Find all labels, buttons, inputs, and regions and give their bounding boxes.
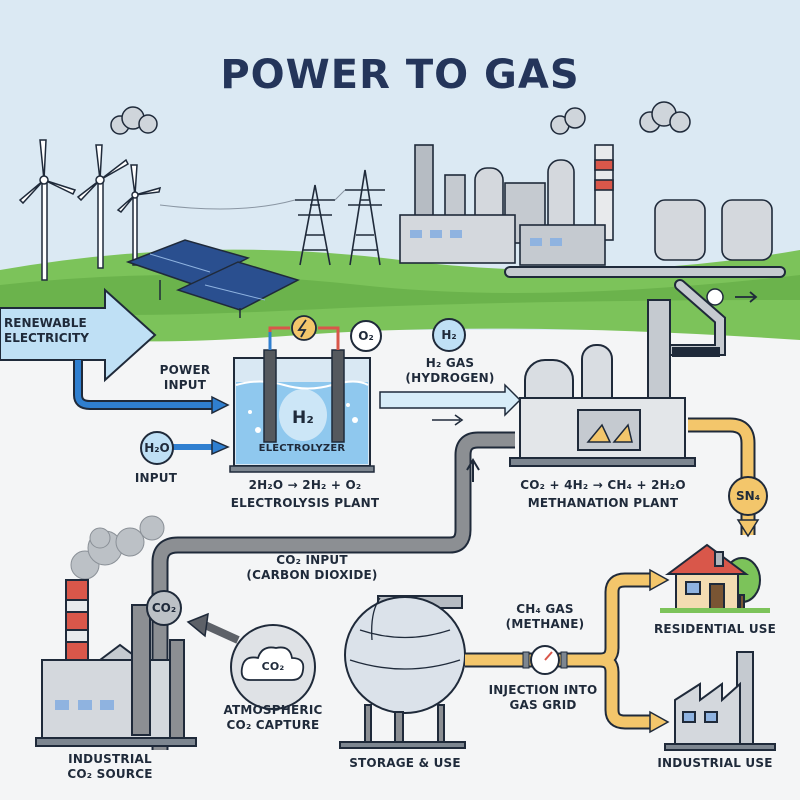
arrow-right-icon bbox=[211, 438, 230, 456]
atmospheric-line2: CO₂ CAPTURE bbox=[226, 718, 320, 732]
atmospheric-capture-label: ATMOSPHERIC CO₂ CAPTURE bbox=[213, 703, 333, 733]
industrial-source-line1: INDUSTRIAL bbox=[68, 752, 152, 766]
injection-line1: INJECTION INTO bbox=[488, 683, 598, 697]
arrow-down-icon bbox=[736, 519, 760, 538]
pressure-gauge-icon bbox=[706, 288, 724, 306]
electrolyzer-tank bbox=[229, 326, 375, 473]
injection-gas-grid-label: INJECTION INTO GAS GRID bbox=[478, 683, 608, 713]
factory-background-icon bbox=[399, 144, 773, 266]
industrial-use-factory-icon bbox=[664, 651, 776, 751]
hydrogen-gas-line1: H₂ GAS bbox=[425, 356, 475, 370]
methanation-equation: CO₂ + 4H₂ → CH₄ + 2H₂O bbox=[520, 478, 686, 492]
electrolyzer-label: ELECTROLYZER bbox=[258, 443, 346, 454]
factory-window-icon bbox=[410, 230, 562, 246]
storage-use-label: STORAGE & USE bbox=[349, 756, 461, 770]
renewable-label-line2: ELECTRICITY bbox=[4, 331, 89, 345]
electrolysis-equation: 2H₂O → 2H₂ + O₂ bbox=[248, 478, 362, 492]
smoke-cloud-icon bbox=[70, 515, 165, 580]
electrolyzer-h2-label: H₂ bbox=[291, 408, 315, 428]
residential-use-label: RESIDENTIAL USE bbox=[653, 622, 777, 636]
lightning-bolt-glyph bbox=[297, 319, 307, 338]
electrolysis-plant-label: ELECTROLYSIS PLANT bbox=[230, 496, 380, 510]
power-input-line2: INPUT bbox=[163, 378, 207, 392]
power-pylon-icon bbox=[159, 169, 385, 266]
co2-pipe bbox=[153, 433, 515, 750]
methane-gas-line2: (METHANE) bbox=[505, 617, 585, 631]
power-input-line1: POWER bbox=[159, 363, 211, 377]
o2-bubble: O₂ bbox=[350, 320, 382, 352]
arrow-right-icon bbox=[735, 291, 758, 303]
wind-turbine-icon bbox=[18, 139, 162, 281]
house-icon bbox=[660, 543, 770, 613]
renewable-arrow-icon bbox=[0, 287, 157, 383]
page-title: POWER TO GAS bbox=[220, 52, 580, 98]
industrial-use-label: INDUSTRIAL USE bbox=[657, 756, 773, 770]
factory-window-icon bbox=[55, 700, 114, 710]
hydrogen-arrow-icon bbox=[379, 383, 522, 417]
renewable-electricity-label: RENEWABLE ELECTRICITY bbox=[4, 316, 89, 346]
h2-bubble: H₂ bbox=[432, 318, 466, 352]
co2-input-label: CO₂ INPUT (CARBON DIOXIDE) bbox=[222, 553, 402, 583]
renewable-label-line1: RENEWABLE bbox=[4, 316, 87, 330]
co2-input-line1: CO₂ INPUT bbox=[276, 553, 348, 567]
arrow-right-icon bbox=[649, 568, 670, 592]
gas-grid-pipe bbox=[465, 574, 655, 728]
atmospheric-line1: ATMOSPHERIC bbox=[223, 703, 323, 717]
methane-pipe-out bbox=[688, 419, 754, 535]
hydrogen-gas-label: H₂ GAS (HYDROGEN) bbox=[395, 356, 505, 386]
arrow-up-icon bbox=[466, 458, 480, 482]
arrow-right-icon bbox=[211, 395, 230, 415]
injection-line2: GAS GRID bbox=[509, 698, 577, 712]
co2-input-line2: (CARBON DIOXIDE) bbox=[246, 568, 378, 582]
co2-cloud-label: CO₂ bbox=[261, 660, 285, 673]
h2o-bubble: H₂O bbox=[140, 431, 174, 465]
industrial-source-line2: CO₂ SOURCE bbox=[67, 767, 153, 781]
co2-pipe-bubble: CO₂ bbox=[146, 590, 182, 626]
hydrogen-gas-line2: (HYDROGEN) bbox=[405, 371, 495, 385]
industrial-source-label: INDUSTRIAL CO₂ SOURCE bbox=[55, 752, 165, 782]
input-label: INPUT bbox=[134, 471, 178, 485]
cloud-icon bbox=[240, 646, 305, 681]
power-input-label: POWER INPUT bbox=[145, 363, 225, 393]
arrow-right-icon bbox=[432, 414, 464, 426]
lightning-bolt-icon bbox=[291, 315, 317, 341]
methane-gas-label: CH₄ GAS (METHANE) bbox=[490, 602, 600, 632]
arrow-left-icon bbox=[186, 612, 209, 638]
arrow-right-icon bbox=[649, 710, 670, 734]
sn4-bubble: SN₄ bbox=[728, 476, 768, 516]
methane-gas-line1: CH₄ GAS bbox=[516, 602, 574, 616]
solar-panel-icon bbox=[125, 239, 300, 318]
methanation-plant-label: METHANATION PLANT bbox=[527, 496, 679, 510]
gauge-needle bbox=[544, 651, 553, 661]
power-input-line bbox=[75, 360, 215, 408]
methanation-plant-icon bbox=[509, 299, 696, 467]
cloud-icon bbox=[110, 101, 691, 135]
storage-tank-icon bbox=[339, 595, 466, 749]
